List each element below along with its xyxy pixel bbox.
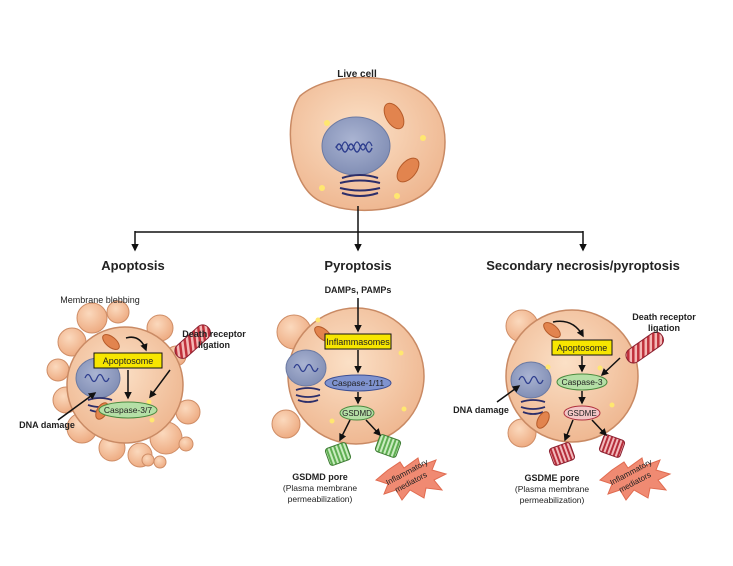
golgi-icon [520,399,546,415]
gsdme-pore-sub-2: permeabilization) [520,495,585,505]
gsdmd-pore-label: GSDMD pore [292,472,348,482]
gsdme-pore-icon [598,434,626,458]
gsdme-oval [563,405,601,421]
gsdmd-pore-sub-1: (Plasma membrane [283,483,357,493]
death-receptor-label-line-2: ligation [648,323,680,333]
pyroptosis-title: Pyroptosis [324,258,391,273]
pyroptosis-arrows [339,298,382,442]
gsdme-pore-sub-1: (Plasma membrane [515,484,589,494]
damps-pamps-label: DAMPs, PAMPs [325,285,392,295]
caspase-3-7-oval [98,401,158,419]
death-receptor-label-line-2: ligation [198,340,230,350]
gsdmd-pore-icon [374,434,402,458]
death-receptor-icon [625,331,664,364]
inflammasomes-label: Inflammasomes [326,337,390,347]
gsdme-label: GSDME [567,409,596,418]
live-cell: Live cell [289,69,446,212]
apoptosome-label: Apoptosome [557,343,608,353]
gsdmd-label: GSDMD [342,409,372,418]
caspase-3-7-label: Caspase-3/7 [104,405,152,415]
gsdmd-pore-sub-2: permeabilization) [288,494,353,504]
caspase-1-11-oval [324,374,392,392]
death-receptor-icon [174,324,211,359]
gsdmd-pore-icon [324,442,352,466]
apoptosome-box [93,352,163,369]
secondary-necrosis-cell: Apoptosome Caspase-3 GSDME Inflammatory … [453,309,696,505]
live-cell-label: Live cell [337,69,377,80]
apoptosis-cell: Apoptosome Caspase-3/7 Membrane blebbing… [19,295,246,469]
inflammatory-mediators-burst-icon [598,457,672,501]
caspase-3-label: Caspase-3 [561,377,602,387]
pyroptosis-cell: Inflammasomes Caspase-1/11 GSDMD Inflamm… [271,285,448,504]
secondary-necrosis-title: Secondary necrosis/pyroptosis [486,258,680,273]
gsdmd-oval [339,405,375,421]
caspase-1-11-label: Caspase-1/11 [332,378,385,388]
dna-damage-label: DNA damage [19,420,75,430]
secondary-arrows [496,320,621,442]
dna-damage-label: DNA damage [453,405,509,415]
mitochondrion-icon [543,322,561,338]
mitochondrion-icon [102,334,120,350]
gsdme-pore-icon [548,442,576,466]
golgi-icon [339,174,381,197]
membrane-blebbing-label: Membrane blebbing [60,295,140,305]
apoptosis-title: Apoptosis [101,258,165,273]
apoptosis-arrows [57,336,171,421]
gsdme-pore-label: GSDME pore [524,473,579,483]
apoptosome-label: Apoptosome [103,356,154,366]
inflammatory-mediators-burst-icon [374,457,448,501]
death-receptor-label-line-1: Death receptor [182,329,246,339]
branch-arrows [131,206,587,252]
apoptosome-box [551,339,613,356]
inflammasomes-box [324,333,392,350]
death-receptor-label-line-1: Death receptor [632,312,696,322]
golgi-icon [295,387,321,403]
mitochondrion-icon [536,411,550,429]
caspase-3-oval [556,373,608,391]
mitochondrion-icon [383,102,420,183]
